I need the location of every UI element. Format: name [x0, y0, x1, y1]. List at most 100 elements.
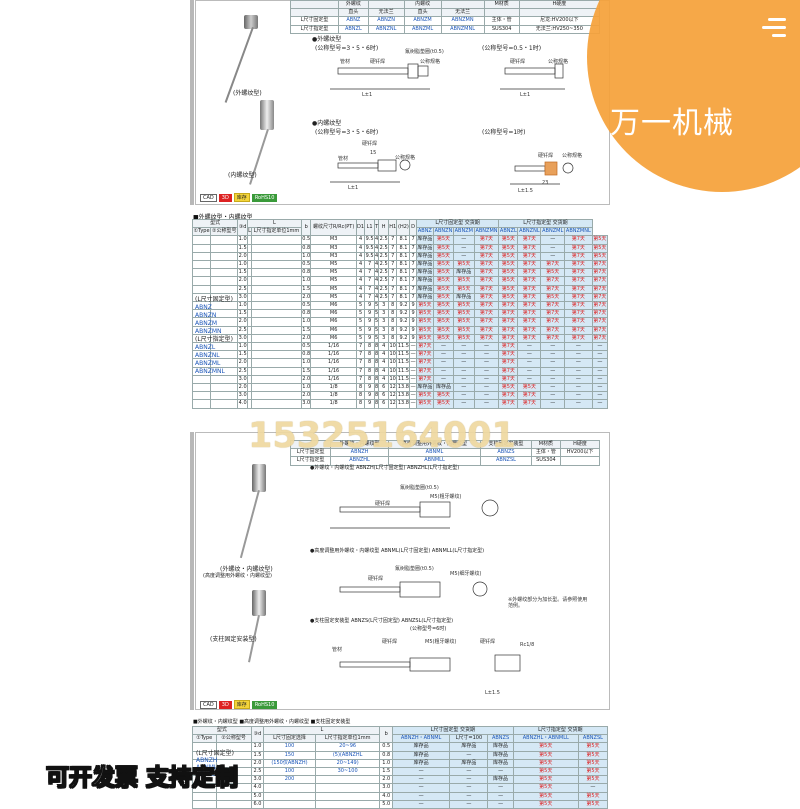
bt-type-abnml[interactable]: ABNML: [196, 764, 218, 771]
spec-cell: 2.5: [378, 243, 389, 253]
mid-label-pipe: 管材: [332, 647, 343, 653]
delivery-cell: 第5天: [432, 309, 454, 319]
delivery-cell: —: [591, 391, 609, 401]
spec-cell: 8.1: [396, 284, 411, 294]
l-unit-cell: [250, 284, 302, 294]
delivery-cell: —: [473, 383, 500, 393]
spec-cell: 7: [409, 276, 417, 286]
delivery-cell: 第5天: [498, 292, 519, 303]
d-cell: 2.0: [237, 383, 248, 393]
outer-note1: (公称型号=3・5・6时): [315, 45, 379, 52]
type-cell: [191, 374, 212, 385]
delivery-cell: 第7天: [540, 325, 566, 335]
top-spec-cell: [367, 0, 405, 10]
inner-label-brazing2: 硬钎焊: [538, 153, 554, 159]
spec-cell: 7: [355, 350, 366, 360]
top-spec-cell: 主体・管: [483, 16, 520, 26]
mid-caption1b: (高度调整用外螺纹・内螺纹型): [203, 573, 272, 579]
rod-outer-head: [244, 15, 258, 29]
type-abnz[interactable]: ABNZ: [195, 304, 212, 311]
spec-cell: 6: [378, 391, 389, 401]
spec-cell: 7: [355, 374, 366, 385]
delivery-cell: 第7天: [517, 317, 542, 327]
spec-cell: 4: [355, 251, 366, 262]
spec-cell: 11.5: [396, 358, 411, 368]
delivery-cell: 第7天: [540, 276, 566, 286]
delivery-cell: 第7天: [498, 317, 519, 327]
type-abnzm[interactable]: ABNZM: [195, 320, 217, 327]
delivery-cell: 第7天: [473, 333, 500, 344]
delivery-cell: —: [452, 391, 475, 401]
bt-b-cell: 3.0: [379, 783, 393, 793]
type-abnzmn[interactable]: ABNZMN: [195, 328, 222, 335]
delivery-cell: —: [591, 374, 609, 385]
bt-delivery-cell: —: [487, 767, 514, 777]
delivery-cell: 第5天: [452, 260, 475, 270]
spec-cell: 8: [373, 366, 380, 376]
delivery-cell: 第7天: [564, 292, 593, 303]
delivery-cell: 第7天: [517, 301, 542, 311]
type-abnzmnl[interactable]: ABNZMNL: [195, 368, 225, 375]
mid-spec-cell: 外螺纹・内螺纹型: [330, 439, 389, 450]
type-abnznl[interactable]: ABNZNL: [195, 352, 220, 359]
spec-cell: 0.5: [300, 235, 312, 245]
nominal-cell: [210, 243, 239, 253]
bottom-table-wrap: 型式 ③d L b L尺寸固定型 交货期 L尺寸指定型 交货期 ①Type ②公…: [192, 725, 609, 809]
bottom-type-names: (L尺寸固定型) ABNZH ABNML ABNZS: [196, 750, 234, 778]
delivery-cell: 第7天: [591, 317, 609, 327]
mid-cad-3d-badge[interactable]: 3D: [218, 701, 232, 709]
spec-cell: 1/8: [310, 399, 357, 409]
nominal-cell: [210, 383, 239, 393]
type-abnzml[interactable]: ABNZML: [195, 360, 221, 367]
delivery-cell: 第5天: [498, 260, 519, 270]
bt-lfixed-cell: 100: [263, 742, 316, 752]
th-type: ①Type: [191, 227, 212, 237]
top-side-bar: [190, 0, 194, 205]
delivery-cell: —: [564, 399, 593, 409]
delivery-cell: 第5天: [498, 251, 519, 262]
spec-cell: 9: [364, 301, 375, 311]
bt-lfixed-cell: 150: [263, 750, 316, 760]
delivery-cell: 第7天: [591, 309, 609, 319]
delivery-cell: —: [540, 342, 566, 352]
bt-lspec-cell: (5)(ABNZHL: [314, 750, 381, 760]
bt-type-abnzs[interactable]: ABNZS: [196, 771, 217, 778]
delivery-cell: 第7天: [564, 268, 593, 278]
delivery-cell: —: [591, 366, 609, 376]
spec-cell: 4: [373, 268, 380, 278]
spec-cell: 2.5: [378, 235, 389, 245]
delivery-cell: 第5天: [432, 391, 454, 401]
delivery-cell: 第5天: [540, 292, 566, 303]
nominal-cell: [210, 374, 239, 385]
delivery-cell: 第5天: [540, 268, 566, 278]
top-spec-cell: ABNZN: [367, 16, 405, 26]
mid-rod2-head: [252, 590, 266, 616]
bt-b-cell: 1.5: [379, 767, 393, 777]
delivery-cell: 第7天: [498, 399, 519, 409]
spec-cell: 3: [378, 333, 389, 344]
mid-label-brazing2: 硬钎焊: [368, 576, 384, 582]
cad-3d-badge[interactable]: 3D: [218, 194, 232, 202]
delivery-cell: 第7天: [473, 268, 500, 278]
spec-cell: 9: [364, 317, 375, 327]
mid-label-fluoro2: 氟树脂垫圈(t0.5): [395, 566, 434, 572]
delivery-cell: 第5天: [591, 243, 609, 253]
spec-cell: M3: [310, 235, 357, 245]
type-abnzl[interactable]: ABNZL: [195, 344, 216, 351]
delivery-cell: 第7天: [473, 260, 500, 270]
middle-photo-area: (外螺纹・内螺纹型) (高度调整用外螺纹・内螺纹型) (支柱固定安装型): [200, 462, 290, 702]
delivery-cell: 第7天: [473, 276, 500, 286]
spec-cell: 7: [387, 243, 398, 253]
spec-cell: M3: [310, 243, 357, 253]
mid-spec-cell: ABNZH: [330, 448, 389, 458]
delivery-cell: 第5天: [415, 301, 434, 311]
bt-type-abnzh[interactable]: ABNZH: [196, 757, 218, 764]
bt-delivery-cell: —: [449, 750, 489, 760]
type-abnzn[interactable]: ABNZN: [195, 312, 217, 319]
